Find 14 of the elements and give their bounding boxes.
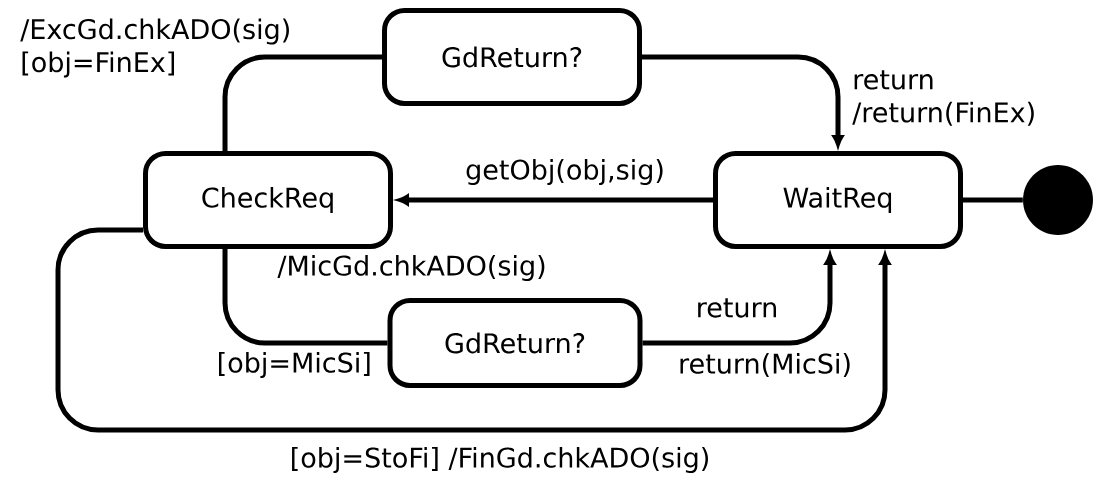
transition-arrow <box>55 227 891 433</box>
state-box: GdReturn? <box>387 298 643 388</box>
edge-label: [obj=StoFi] /FinGd.chkADO(sig) <box>292 446 708 474</box>
guard-label: return(MicSi) <box>680 352 850 378</box>
state-box: GdReturn? <box>382 8 642 106</box>
edge-label: /ExcGd.chkADO(sig) [obj=FinEx] <box>20 18 289 78</box>
edge-label: return <box>698 298 776 318</box>
guard-label: [obj=MicSi] <box>219 351 370 379</box>
final-state-dot <box>1023 165 1093 235</box>
state-box: CheckReq <box>143 151 393 249</box>
edge-label: getObj(obj,sig) <box>466 158 663 186</box>
edge-label: /MicGd.chkADO(sig) <box>277 254 545 282</box>
edge-label: return /return(FinEx) <box>852 70 1034 126</box>
state-box: WaitReq <box>713 151 963 249</box>
